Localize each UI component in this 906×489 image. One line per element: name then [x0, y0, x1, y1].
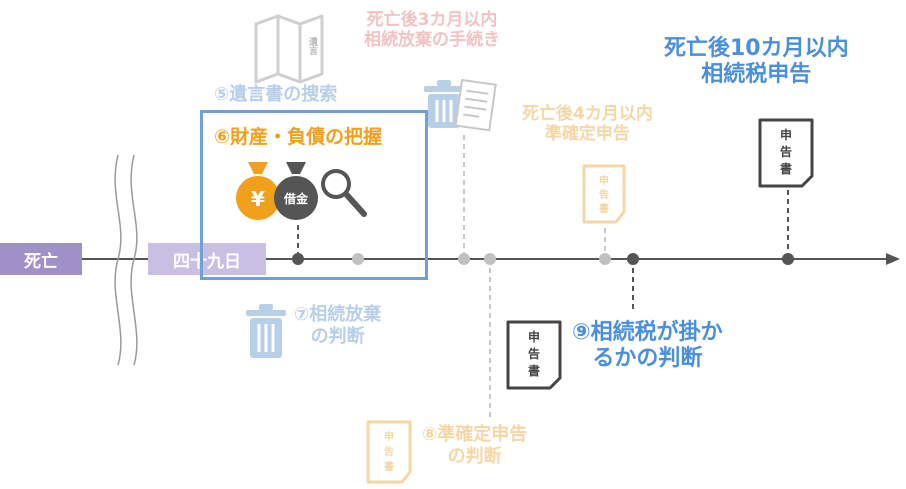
debt-bag-icon-label: 借金: [283, 191, 309, 206]
money-bag-icon-label: ¥: [251, 187, 265, 211]
deadline-10m-line2: 相続税申告: [701, 62, 812, 88]
form-char: 書: [384, 460, 394, 473]
money-bag-icon: ¥: [236, 162, 280, 220]
step6-highlight-box: [200, 110, 428, 280]
form-char: 申: [780, 127, 792, 142]
timeline-dot-deadline-4m: [599, 253, 611, 265]
form-char: 申: [528, 329, 540, 344]
form-char: 申: [599, 174, 609, 187]
deadline-4m-label: 死亡後4カ月以内 準確定申告: [522, 104, 653, 145]
tax-form-icon-4m: 申 告 書: [582, 164, 626, 224]
step6-label: ⑥財産・負債の把握: [214, 126, 383, 148]
deadline-4m-line1: 死亡後4カ月以内: [522, 104, 653, 124]
timeline-break-mark: [114, 154, 122, 366]
step8-label: ⑧準確定申告 の判断: [422, 424, 527, 467]
deadline-3m-line2: 相続放棄の手続き: [364, 30, 500, 51]
paper-icon: [454, 78, 497, 132]
timeline-arrow-head: [886, 253, 900, 265]
step7-label: ⑦相続放棄 の判断: [294, 304, 381, 347]
step7-label-line1: ⑦相続放棄: [294, 304, 382, 325]
step7-label-line2: の判断: [310, 325, 365, 347]
step8-label-line1: ⑧準確定申告: [422, 424, 528, 445]
will-document-icon-text: 遺言: [307, 36, 319, 56]
step9-label-line2: るかの判断: [592, 346, 703, 372]
timeline-dot-step6: [292, 253, 304, 265]
form-char: 告: [599, 188, 609, 201]
form-char: 告: [384, 445, 394, 458]
form-char: 告: [780, 144, 792, 159]
magnifier-icon: [321, 169, 367, 217]
will-document-icon: 遺言: [254, 14, 324, 84]
deadline-10m-label: 死亡後10カ月以内 相続税申告: [664, 36, 849, 89]
timeline-dot-step7: [352, 253, 364, 265]
debt-bag-icon: 借金: [274, 162, 318, 220]
tax-form-icon-step8: 申 告 書: [366, 420, 412, 484]
form-char: 告: [528, 346, 540, 361]
step8-label-line2: の判断: [447, 445, 502, 467]
form-char: 書: [528, 363, 540, 378]
trash-can-icon-step7: [246, 304, 286, 358]
step9-label-line1: ⑨相続税が掛か: [572, 320, 723, 345]
step5-label: ⑤遺言書の捜索: [214, 84, 338, 105]
timeline-dot-step9: [627, 253, 639, 265]
death-badge: 死亡: [0, 243, 82, 275]
timeline-dot-deadline-10m: [782, 253, 794, 265]
tax-form-icon-step9: 申 告 書: [506, 320, 562, 390]
trash-can-icon: [424, 80, 464, 128]
deadline-3m-label: 死亡後3カ月以内 相続放棄の手続き: [364, 10, 500, 51]
step9-label: ⑨相続税が掛か るかの判断: [572, 320, 723, 373]
deadline-4m-line2: 準確定申告: [544, 124, 630, 145]
deadline-10m-line1: 死亡後10カ月以内: [664, 36, 849, 61]
tax-form-icon-10m: 申 告 書: [758, 118, 814, 188]
timeline-dot-deadline-3m: [458, 253, 470, 265]
timeline-dot-step8: [484, 253, 496, 265]
form-char: 書: [780, 161, 792, 176]
day49-badge: 四十九日: [148, 243, 266, 275]
deadline-3m-line1: 死亡後3カ月以内: [366, 10, 498, 30]
timeline-break-mark: [130, 154, 138, 366]
form-char: 申: [384, 430, 394, 443]
form-char: 書: [599, 202, 609, 215]
